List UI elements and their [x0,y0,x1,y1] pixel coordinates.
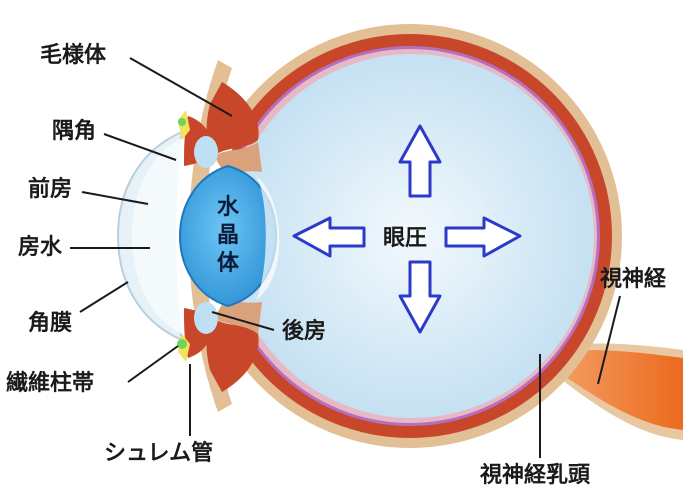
iop-arrows [292,124,522,334]
arrow-up-icon [398,124,442,198]
label-schlemm-canal: シュレム管 [104,440,213,466]
label-trabecular-meshwork: 繊維柱帯 [6,370,94,396]
arrow-down-icon [398,260,442,334]
posterior-chamber [194,302,218,334]
label-optic-nerve: 視神経 [600,266,667,292]
ciliary-body [206,82,259,156]
leader-lines [70,57,621,458]
label-posterior-chamber: 後房 [282,318,326,344]
label-ciliary-body: 毛様体 [40,42,107,68]
arrow-left-icon [292,216,366,258]
label-angle: 隅角 [52,118,96,144]
label-anterior-chamber: 前房 [28,176,72,202]
ciliary-body-lower [206,318,259,392]
lens-label-3: 体 [217,251,240,276]
iop-label: 眼圧 [383,226,427,251]
label-aqueous-humor: 房水 [18,234,63,260]
schlemm-canal [177,339,187,349]
anterior-chamber [132,138,182,334]
label-cornea: 角膜 [28,310,72,336]
label-optic-disc: 視神経乳頭 [480,462,591,488]
lens-label-1: 水 [217,195,240,220]
arrow-right-icon [444,216,522,258]
vitreous-body [230,54,594,418]
lens-label-2: 晶 [217,223,239,248]
